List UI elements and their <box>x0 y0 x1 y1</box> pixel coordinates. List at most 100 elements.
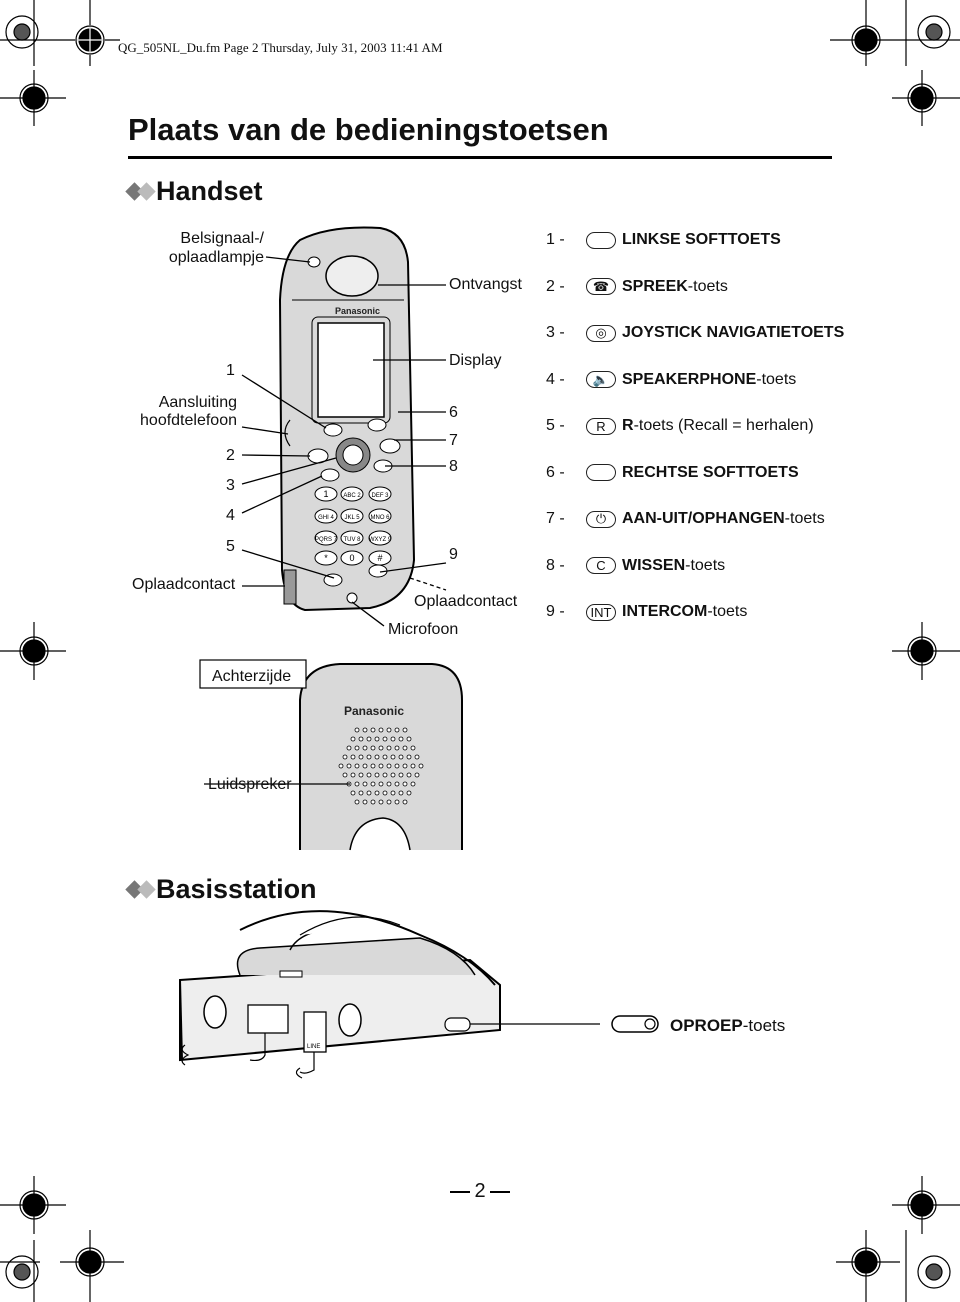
speaker-hole <box>390 790 396 796</box>
speaker-hole <box>386 763 392 769</box>
speaker-hole <box>370 763 376 769</box>
speaker-hole <box>398 736 404 742</box>
speaker-hole <box>398 790 404 796</box>
speaker-hole <box>358 736 364 742</box>
keypad-key-label: 0 <box>349 553 354 563</box>
label-n7: 7 <box>449 432 458 449</box>
handset-brand-logo: Panasonic <box>335 306 380 316</box>
speaker-hole <box>350 772 356 778</box>
speaker-hole <box>402 745 408 751</box>
speaker-hole <box>386 727 392 733</box>
speaker-hole <box>406 772 412 778</box>
speaker-hole <box>414 754 420 760</box>
speaker-hole <box>354 799 360 805</box>
keypad-key <box>340 486 364 502</box>
joystick-icon: ◎ <box>586 324 616 342</box>
legend-number: 3 - <box>546 324 565 341</box>
speaker-hole <box>410 745 416 751</box>
speaker-hole <box>354 727 360 733</box>
speaker-hole <box>366 754 372 760</box>
speakerphone-icon: 🔈 <box>586 371 616 388</box>
speaker-hole <box>354 763 360 769</box>
speaker-hole <box>382 772 388 778</box>
page-title: Plaats van de bedieningstoetsen <box>128 112 609 147</box>
speaker-hole <box>378 781 384 787</box>
speaker-hole <box>406 736 412 742</box>
speaker-hole <box>366 736 372 742</box>
legend-text: SPREEK-toets <box>622 277 728 295</box>
legend-item: 3 - ◎ JOYSTICK NAVIGATIETOETS <box>546 321 846 345</box>
base-station-drawing <box>179 910 659 1079</box>
speaker-hole <box>346 745 352 751</box>
speaker-hole <box>398 754 404 760</box>
section-basisstation-title: Basisstation <box>156 874 317 904</box>
legend-number: 7 - <box>546 510 565 527</box>
speaker-hole <box>374 736 380 742</box>
speaker-hole <box>382 736 388 742</box>
label-hoofdtelefoon: hoofdtelefoon <box>140 412 237 429</box>
speaker-hole <box>342 772 348 778</box>
speaker-hole <box>390 754 396 760</box>
label-oplaadcontact-left: Oplaadcontact <box>132 576 236 593</box>
speaker-hole <box>390 772 396 778</box>
label-aansluiting: Aansluiting <box>158 394 237 411</box>
speaker-hole <box>406 790 412 796</box>
speaker-hole <box>410 763 416 769</box>
diamond-bullet-icon <box>125 879 156 901</box>
keypad-key-label: 1 <box>323 489 328 499</box>
keypad-key-label: MNO 6 <box>370 515 390 521</box>
speaker-hole <box>418 763 424 769</box>
speaker-hole <box>394 799 400 805</box>
legend-text: RECHTSE SOFTTOETS <box>622 463 799 481</box>
speaker-hole <box>386 745 392 751</box>
keypad-key-label: TUV 8 <box>343 537 361 543</box>
speaker-hole <box>382 790 388 796</box>
speaker-hole <box>370 745 376 751</box>
legend-text: AAN-UIT/OPHANGEN-toets <box>622 510 825 527</box>
power-off-icon: ⏻ <box>586 510 616 528</box>
legend-number: 2 - <box>546 277 565 295</box>
speaker-hole <box>350 790 356 796</box>
section-basisstation-heading: Basisstation <box>125 874 317 905</box>
handset-back-drawing <box>299 663 463 851</box>
speaker-hole <box>362 727 368 733</box>
page-number: 2 <box>474 1180 486 1202</box>
keypad-key-label: # <box>377 553 382 563</box>
file-header-line: QG_505NL_Du.fm Page 2 Thursday, July 31,… <box>118 40 443 55</box>
keypad-key <box>340 550 364 566</box>
label-n6: 6 <box>449 404 458 421</box>
section-handset-title: Handset <box>156 176 263 206</box>
label-display: Display <box>449 352 502 369</box>
speaker-hole <box>390 736 396 742</box>
legend-text: JOYSTICK NAVIGATIETOETS <box>622 324 845 341</box>
speaker-hole <box>398 772 404 778</box>
oproep-normal: -toets <box>742 1016 786 1035</box>
keypad-key <box>368 550 392 566</box>
speaker-hole <box>362 799 368 805</box>
legend-number: 4 - <box>546 370 565 388</box>
speaker-hole <box>370 727 376 733</box>
legend-number: 5 - <box>546 417 565 434</box>
label-belsignaal: Belsignaal-/ <box>180 230 264 247</box>
legend-item: 6 -RECHTSE SOFTTOETS <box>546 461 846 485</box>
label-luidspreker: Luidspreker <box>208 776 292 793</box>
keypad-key <box>368 508 392 524</box>
diamond-bullet-icon <box>125 181 156 203</box>
legend-item: 1 -LINKSE SOFTTOETS <box>546 228 846 252</box>
line-port-label: LINE <box>307 1044 320 1050</box>
speaker-hole <box>382 754 388 760</box>
keypad-key-label: PQRS 7 <box>315 537 338 543</box>
label-oplaadcontact-right: Oplaadcontact <box>414 593 518 610</box>
speaker-hole <box>354 745 360 751</box>
keypad-key <box>368 530 392 546</box>
label-microfoon: Microfoon <box>388 621 459 638</box>
speaker-hole <box>378 727 384 733</box>
speaker-hole <box>354 781 360 787</box>
soft-left-key-icon <box>586 231 616 249</box>
keypad-key <box>314 550 338 566</box>
speaker-hole <box>374 772 380 778</box>
